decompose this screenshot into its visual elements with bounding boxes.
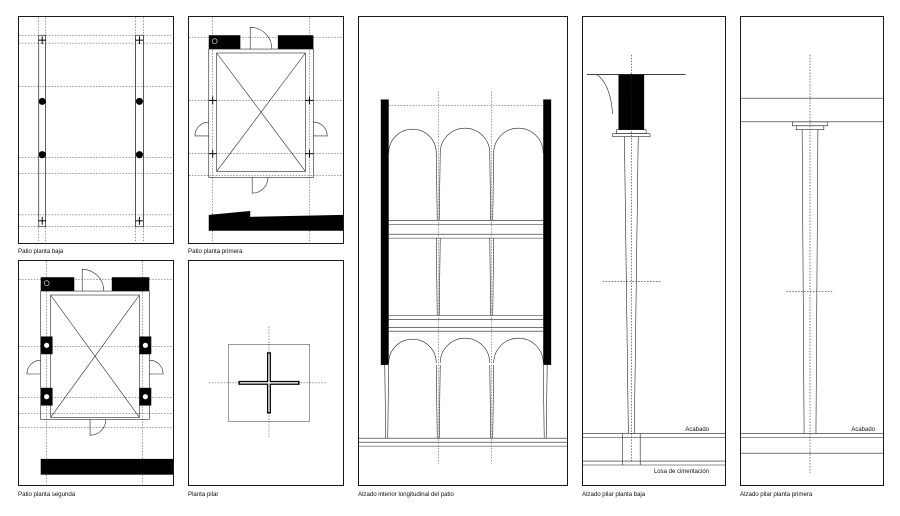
panel-alzado-interior [358, 16, 568, 486]
caption-alzado-pilar-primera: Alzado pilar planta primera [740, 491, 813, 498]
caption-alzado-pilar-baja: Alzado pilar planta baja [582, 491, 646, 498]
plan-planta-primera-drawing [189, 17, 343, 243]
alzado-interior-drawing [359, 91, 567, 464]
note-acabado-baja: Acabado [685, 427, 709, 433]
panel-patio-planta-segunda [18, 260, 174, 486]
note-acabado-primera: Acabado [851, 427, 875, 433]
caption-patio-planta-primera: Patio planta primera [188, 248, 243, 255]
panel-patio-planta-primera [188, 16, 344, 244]
panel-planta-pilar [188, 260, 344, 486]
caption-alzado-interior: Alzado interior longitudinal del patio [358, 491, 454, 498]
panel-alzado-pilar-baja: Acabado Losa de cimentación [582, 16, 726, 486]
panel-alzado-pilar-primera: Acabado [740, 16, 884, 486]
caption-patio-planta-baja: Patio planta baja [18, 248, 64, 255]
plan-pilar-drawing [208, 326, 328, 438]
caption-planta-pilar: Planta pilar [188, 491, 219, 498]
note-losa-cimentacion: Losa de cimentación [653, 469, 709, 475]
caption-patio-planta-segunda: Patio planta segunda [18, 491, 76, 498]
alzado-pilar-primera-drawing [741, 54, 883, 473]
panel-patio-planta-baja [18, 16, 174, 244]
plan-planta-segunda-drawing [19, 261, 173, 485]
plan-planta-baja-drawing [19, 17, 173, 243]
alzado-pilar-baja-drawing [583, 54, 725, 466]
